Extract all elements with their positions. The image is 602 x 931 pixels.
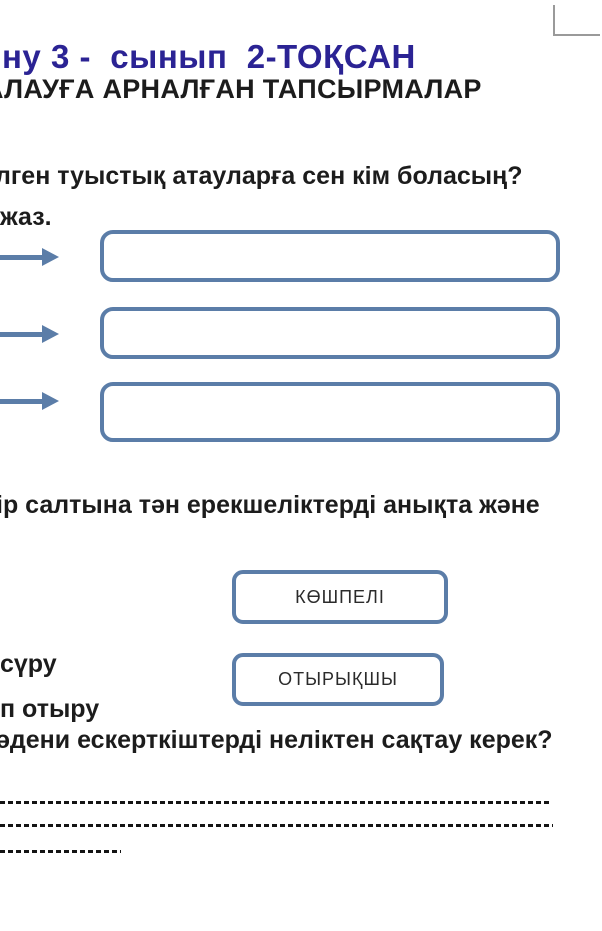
page-corner-mark-icon [553,34,600,36]
option-label: КӨШПЕЛІ [295,586,385,607]
worksheet-subtitle: АЛАУҒА АРНАЛҒАН ТАПСЫРМАЛАР [0,74,482,104]
task3-question: әдени ескерткіштерді неліктен сақтау кер… [0,726,553,754]
right-arrow-icon [0,325,60,343]
option-box-otyrykshy[interactable]: ОТЫРЫҚШЫ [232,653,444,706]
option-label: ОТЫРЫҚШЫ [278,669,398,689]
arrow-head [42,248,59,266]
task1-question-line2: жаз. [0,203,52,231]
right-arrow-icon [0,248,60,266]
arrow-shaft [0,254,44,260]
answer-writing-line-2[interactable] [0,824,553,827]
option-box-koshpeli[interactable]: КӨШПЕЛІ [232,570,448,624]
task2-question: ір салтына тән ерекшеліктерді анықта жән… [0,491,540,519]
arrow-shaft [0,398,44,404]
arrow-head [42,325,59,343]
answer-box-2[interactable] [100,307,560,359]
answer-box-1[interactable] [100,230,560,282]
answer-writing-line-1[interactable] [0,801,552,804]
arrow-shaft [0,331,44,337]
task1-question-line1: лген туыстық атауларға сен кім боласың? [0,162,523,190]
worksheet-title: ну 3 - сынып 2-ТОҚСАН [2,38,416,75]
task2-fragment-top: сүру [0,650,57,678]
answer-box-3[interactable] [100,382,560,442]
page-corner-mark-icon [553,5,555,35]
task2-fragment-bottom: п отыру [0,695,100,723]
answer-writing-line-3[interactable] [0,850,121,853]
arrow-head [42,392,59,410]
right-arrow-icon [0,392,60,410]
